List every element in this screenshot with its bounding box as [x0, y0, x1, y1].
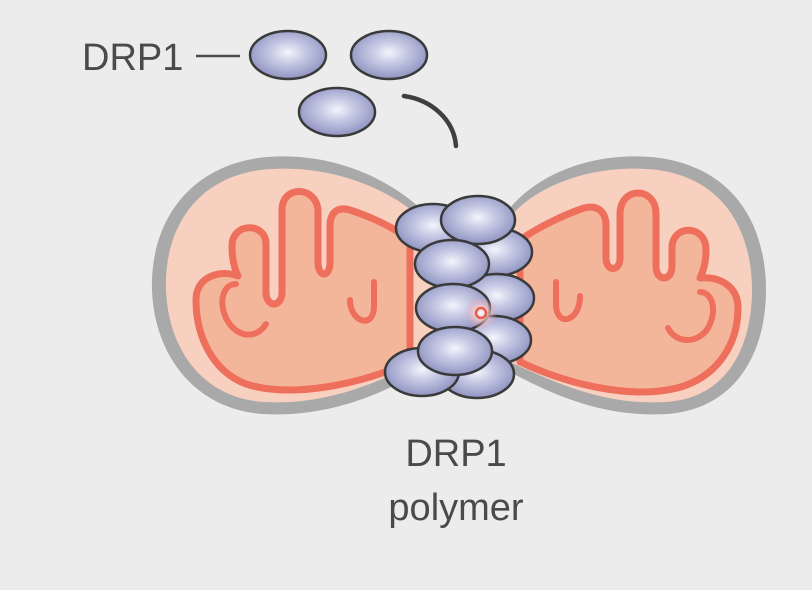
drp1-monomer-icon — [297, 86, 377, 138]
drp1-polymer-label-line1: DRP1 — [405, 433, 506, 475]
left-matrix — [192, 188, 414, 394]
drp1-polymer-label-line2: polymer — [388, 487, 523, 529]
left-crista-fold-2 — [347, 279, 377, 324]
right-crista-fold — [665, 289, 717, 343]
drp1-monomer-label: DRP1 — [82, 37, 183, 79]
drp1-polymer-unit-icon — [416, 325, 494, 377]
drp1-monomer-icon — [349, 29, 429, 81]
left-crista-fold — [219, 281, 269, 338]
constriction-point-icon — [474, 306, 488, 320]
drp1-polymer — [383, 194, 536, 400]
drp1-monomers — [248, 29, 429, 138]
constriction-glow — [465, 297, 497, 329]
curved-arrow-icon — [401, 93, 459, 149]
drp1-polymer-unit-icon — [413, 238, 491, 290]
drp1-polymer-unit-icon — [439, 194, 517, 246]
right-crista-fold-2 — [553, 279, 583, 323]
drp1-monomer-icon — [248, 29, 328, 81]
